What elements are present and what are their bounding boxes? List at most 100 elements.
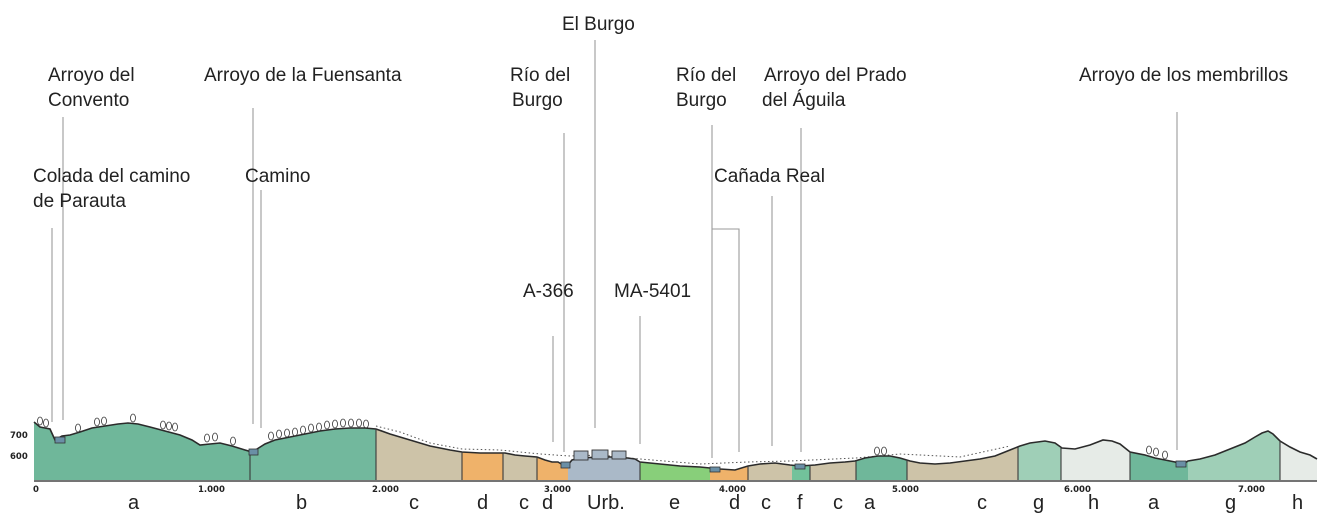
tree-icon: [316, 422, 322, 432]
distance-tick-1000: 1.000: [198, 485, 225, 495]
label-arroyo-convento-line2: Convento: [48, 90, 129, 111]
distance-axis: 0 1.000 2.000 3.000 4.000 5.000 6.000 7.…: [33, 480, 1317, 495]
label-camino: Camino: [245, 166, 310, 187]
tree-icon: [881, 446, 887, 456]
distance-tick-5000: 5.000: [892, 485, 919, 495]
zone-letter: c: [761, 492, 771, 514]
zone-band-a2: [856, 422, 907, 480]
zone-band-b: [250, 422, 376, 480]
distance-tick-4000: 4.000: [719, 485, 746, 495]
tree-icon: [276, 429, 282, 439]
elevation-axis: 700 600: [10, 431, 28, 462]
tree-icon: [308, 423, 314, 433]
zone-band-c2: [503, 422, 537, 480]
tree-icon: [1162, 450, 1168, 460]
zone-band-h2: [1280, 422, 1317, 480]
label-colada-line2: de Parauta: [33, 191, 126, 212]
stream-channels: [54, 436, 1187, 473]
zone-letter: e: [669, 492, 680, 514]
distance-tick-0: 0: [33, 485, 39, 495]
label-arroyo-prado-line1: Arroyo del Prado: [764, 65, 907, 86]
tree-icon: [1146, 445, 1152, 455]
zone-letter: d: [477, 492, 488, 514]
label-canada-real: Cañada Real: [714, 166, 825, 187]
zone-band-a3: [1130, 422, 1188, 480]
elevation-tick-700: 700: [10, 431, 28, 441]
label-rio-burgo-1-line2: Burgo: [512, 90, 563, 111]
label-arroyo-membrillos: Arroyo de los membrillos: [1079, 65, 1288, 86]
tree-icon: [332, 419, 338, 429]
tree-icon: [94, 417, 100, 427]
tree-icon: [101, 416, 107, 426]
zone-letter: g: [1225, 492, 1236, 514]
tree-icon: [130, 413, 136, 423]
distance-tick-3000: 3.000: [544, 485, 571, 495]
tree-icon: [172, 422, 178, 432]
building: [573, 450, 589, 461]
zone-band-d1: [462, 422, 503, 480]
label-el-burgo: El Burgo: [562, 14, 635, 35]
tree-icon: [284, 428, 290, 438]
channel-rio-burgo-2: [709, 466, 721, 473]
tree-icon: [1153, 447, 1159, 457]
tree-icon: [340, 418, 346, 428]
zone-band-c1: [376, 422, 462, 480]
building: [611, 450, 627, 460]
distance-tick-2000: 2.000: [372, 485, 399, 495]
tree-icon: [300, 425, 306, 435]
terrain-fill: [34, 422, 1317, 480]
zone-band-c4: [810, 422, 856, 480]
zone-letter: g: [1033, 492, 1044, 514]
label-rio-burgo-2-line2: Burgo: [676, 90, 727, 111]
tree-icon: [356, 418, 362, 428]
zone-letter: a: [1148, 492, 1160, 514]
label-rio-burgo-2-line1: Río del: [676, 65, 736, 86]
distance-tick-7000: 7.000: [1238, 485, 1265, 495]
zone-letter: c: [409, 492, 419, 514]
channel-rio-burgo-1: [560, 461, 571, 469]
zone-letter: h: [1088, 492, 1099, 514]
channel-prado: [794, 463, 806, 470]
tree-icon: [166, 421, 172, 431]
tree-icon: [363, 419, 369, 429]
label-ma5401: MA-5401: [614, 281, 691, 302]
tree-icon: [292, 427, 298, 437]
zone-band-e: [640, 422, 710, 480]
tree-icon: [43, 418, 49, 428]
tree-icon: [348, 418, 354, 428]
terrain-outline: [33, 421, 1318, 471]
zone-band-c3: [748, 422, 792, 480]
zone-letter: f: [797, 492, 803, 514]
urban-buildings: [573, 449, 627, 461]
channel-convento: [54, 436, 66, 444]
tree-icon: [75, 423, 81, 433]
label-arroyo-fuensanta: Arroyo de la Fuensanta: [204, 65, 402, 86]
label-a366: A-366: [523, 281, 574, 302]
zone-letter: d: [542, 492, 553, 514]
zone-band-h1: [1061, 422, 1130, 480]
tree-icon: [37, 416, 43, 426]
channel-fuensanta: [248, 448, 259, 456]
tree-icon: [268, 431, 274, 441]
tree-icon: [204, 433, 210, 443]
tree-icon: [324, 420, 330, 430]
feature-labels: El Burgo Arroyo del Convento Arroyo de l…: [33, 14, 1288, 302]
distance-tick-6000: 6.000: [1064, 485, 1091, 495]
elevation-tick-600: 600: [10, 452, 28, 462]
zone-band-urb: [568, 422, 640, 480]
zone-band-c5: [907, 422, 1018, 480]
tree-icon: [212, 432, 218, 442]
label-arroyo-convento-line1: Arroyo del: [48, 65, 135, 86]
tree-icon: [160, 420, 166, 430]
zone-letter: h: [1292, 492, 1303, 514]
vegetation: [37, 413, 1168, 460]
tree-icon: [874, 446, 880, 456]
zone-letters: a b c d c d Urb. e d c f c a c g h a g h: [128, 492, 1303, 514]
zone-letter: b: [296, 492, 307, 514]
zone-letter: Urb.: [587, 492, 625, 514]
label-arroyo-prado-line2: del Águila: [762, 90, 846, 111]
tree-icon: [230, 436, 236, 446]
zone-letter: a: [864, 492, 876, 514]
zone-letter: d: [729, 492, 740, 514]
